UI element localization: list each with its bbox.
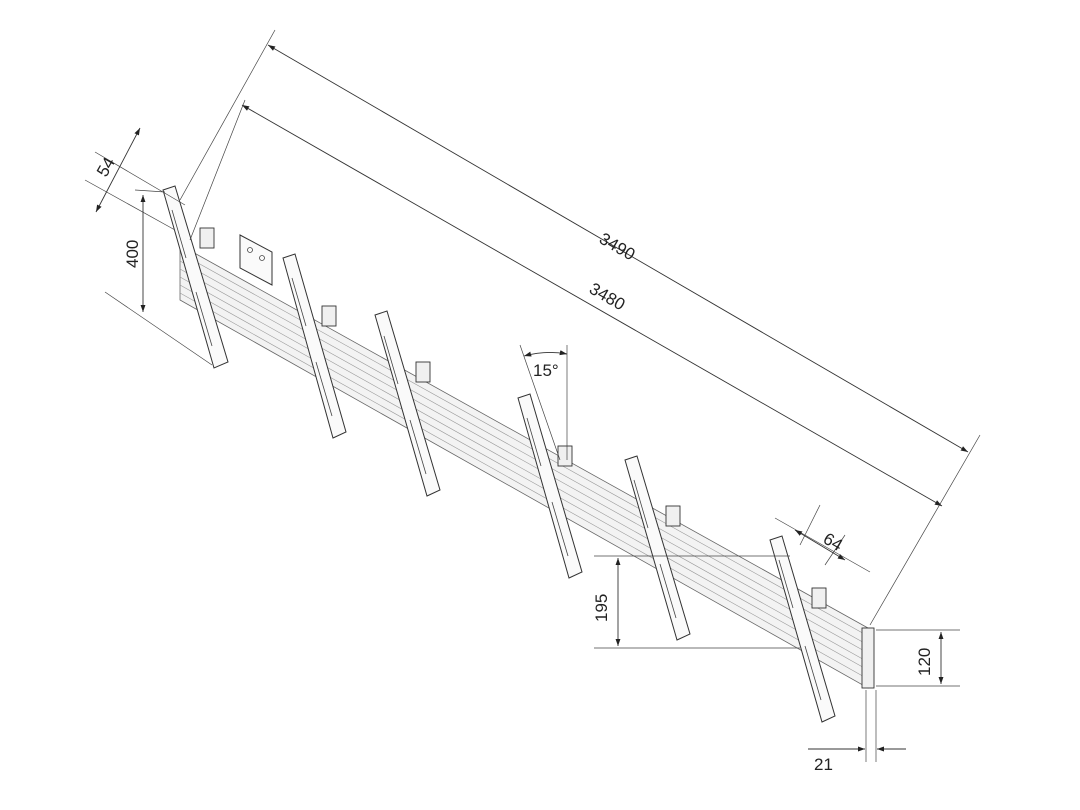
dimension-bracket-height: 400 bbox=[104, 189, 213, 366]
label-tilt-angle: 15° bbox=[533, 361, 559, 380]
bracket-1 bbox=[162, 185, 229, 369]
wall-plate bbox=[239, 234, 273, 286]
label-rail-length: 3480 bbox=[586, 279, 628, 314]
end-cap bbox=[861, 627, 875, 689]
label-overall-length: 3490 bbox=[596, 229, 638, 264]
label-rail-depth: 21 bbox=[814, 755, 833, 774]
label-arm-depth: 64 bbox=[820, 529, 846, 555]
rail bbox=[179, 244, 875, 689]
dimension-rail-height: 120 bbox=[876, 629, 960, 687]
bracket-6 bbox=[769, 535, 836, 723]
label-rail-height: 120 bbox=[915, 648, 934, 676]
dimension-rail-depth: 21 bbox=[808, 690, 906, 774]
label-bracket-height: 400 bbox=[123, 240, 142, 268]
label-drop: 195 bbox=[592, 594, 611, 622]
dimension-drop: 195 bbox=[592, 555, 800, 649]
dimension-tilt-angle: 15° bbox=[519, 344, 568, 461]
